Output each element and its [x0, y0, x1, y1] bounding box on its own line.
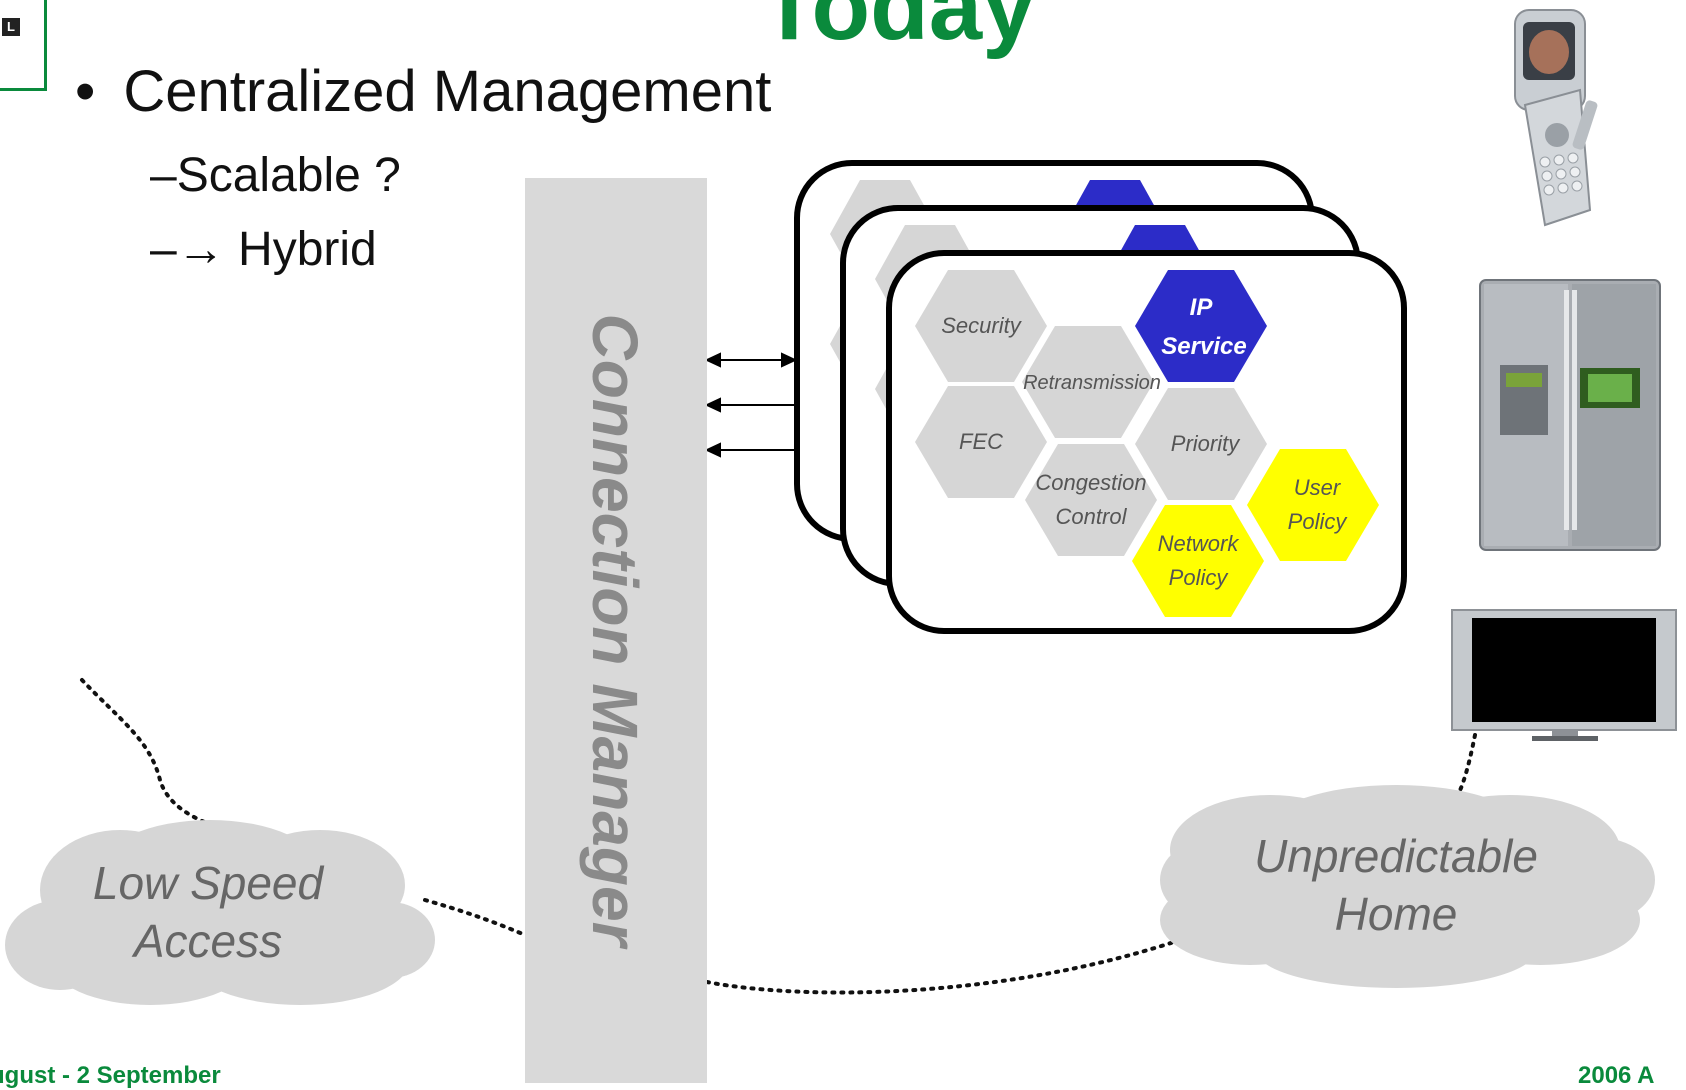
connection-manager-bar — [525, 178, 707, 1083]
dotted-link-right — [1456, 733, 1477, 797]
label-congestion-1: Congestion — [1035, 470, 1146, 495]
stack-card-front: Security Retransmission FEC Priority Con… — [886, 250, 1407, 634]
label-security: Security — [941, 313, 1022, 338]
label-service: Service — [1161, 333, 1246, 360]
subbullet-text: → Hybrid — [176, 223, 377, 276]
sub-marker: – — [150, 223, 177, 276]
cloud-right-line-2: Home — [1334, 888, 1458, 940]
logo-icon: L — [2, 18, 20, 36]
hex-ip-service — [1135, 270, 1267, 382]
label-retransmission: Retransmission — [1023, 372, 1161, 394]
label-network-policy-2: Policy — [1169, 565, 1230, 590]
label-congestion-2: Control — [1056, 504, 1128, 529]
cloud-unpredictable-home — [1160, 785, 1655, 988]
label-ip: IP — [1190, 294, 1214, 321]
hex-priority — [1135, 388, 1267, 500]
slide-title: Today — [760, 0, 1036, 60]
subbullet-hybrid: –→ Hybrid — [150, 222, 377, 277]
hex-congestion — [1025, 444, 1157, 556]
bullet-centralized-management: • Centralized Management — [75, 58, 771, 125]
label-network-policy-1: Network — [1158, 531, 1240, 556]
cloud-left-line-2: Access — [133, 915, 283, 967]
bullet-marker: • — [75, 59, 96, 124]
refrigerator-image — [1479, 279, 1661, 551]
cloud-right-text: Unpredictable Home — [1254, 827, 1538, 943]
connection-manager-label: Connection Manager — [579, 313, 651, 947]
footer-year: 2006 A — [1578, 1062, 1655, 1089]
hex-fec — [915, 386, 1047, 498]
tv-image — [1451, 609, 1677, 741]
label-priority: Priority — [1171, 431, 1241, 456]
label-user-policy-1: User — [1294, 475, 1342, 500]
footer-date: ugust - 2 September — [0, 1062, 221, 1089]
hex-network-policy — [1132, 505, 1264, 617]
label-user-policy-2: Policy — [1288, 509, 1349, 534]
sub-marker: – — [150, 149, 177, 202]
cloud-left-line-1: Low Speed — [92, 857, 324, 909]
hex-retransmission — [1022, 326, 1154, 438]
dotted-link-bottom — [705, 938, 1182, 995]
subbullet-text: Scalable ? — [176, 149, 401, 202]
cloud-low-speed-access — [5, 820, 435, 1005]
hex-user-policy — [1247, 449, 1379, 561]
phone-image — [1514, 9, 1598, 227]
dotted-link-left-2 — [423, 898, 527, 937]
bullet-text: Centralized Management — [123, 59, 772, 124]
cloud-left-text: Low Speed Access — [93, 854, 323, 970]
cloud-right-line-1: Unpredictable — [1254, 830, 1538, 882]
label-fec: FEC — [959, 429, 1003, 454]
subbullet-scalable: –Scalable ? — [150, 148, 401, 203]
logo-frame — [0, 0, 47, 91]
hex-security — [915, 270, 1047, 382]
